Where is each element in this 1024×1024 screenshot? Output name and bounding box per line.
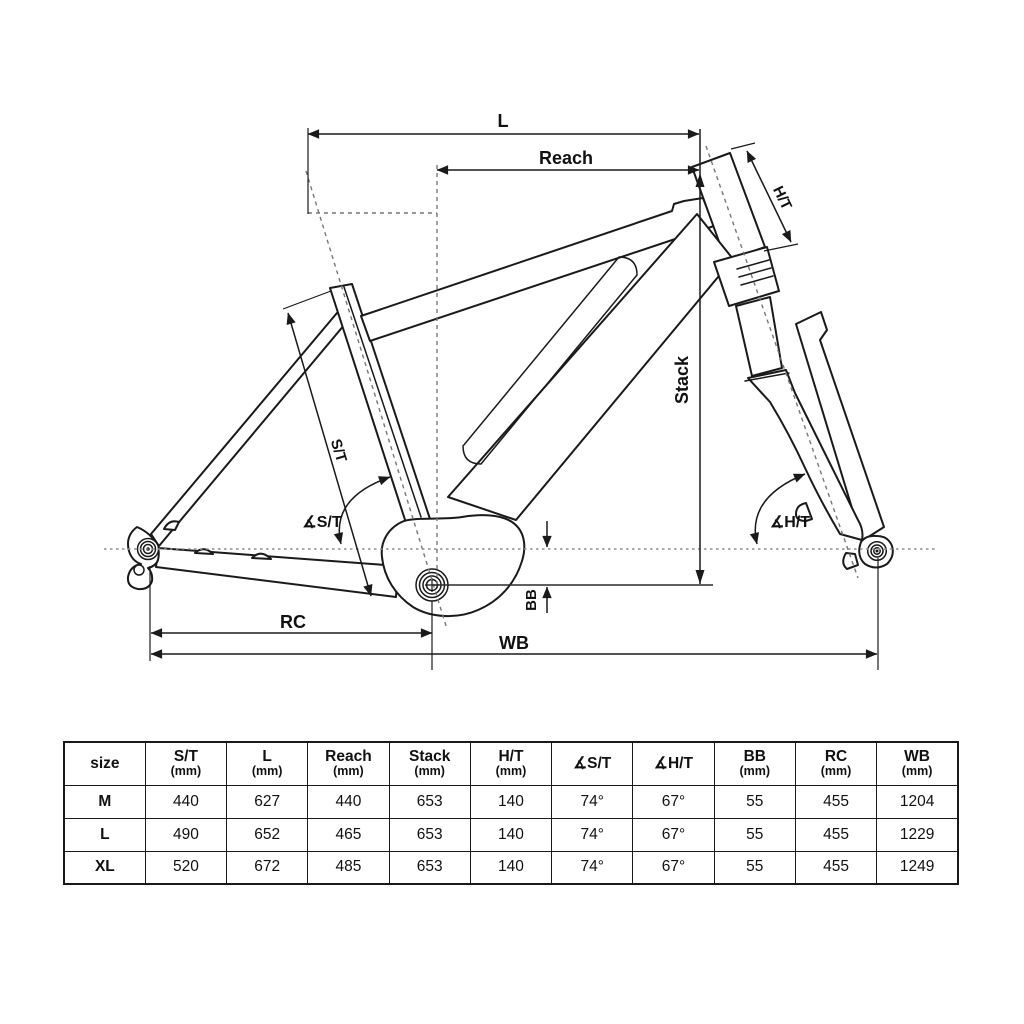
cell-value: 440: [307, 784, 390, 819]
header-head-angle: ∡H/T: [632, 741, 715, 786]
fork-seal-line: [744, 372, 790, 382]
ht-extension-top: [730, 142, 756, 150]
cell-value: 465: [307, 817, 390, 852]
crown-hatch-lines: [736, 259, 774, 286]
header-length: L(mm): [226, 741, 309, 786]
st-extension-line: [282, 290, 332, 310]
header-size: size: [63, 741, 146, 786]
header-reach: Reach(mm): [307, 741, 390, 786]
seat-stay: [150, 306, 351, 547]
stack-arrow-down: [695, 570, 705, 584]
derailleur-hanger-hole: [133, 564, 145, 576]
ht-dimension-line: [746, 150, 792, 243]
row-label: XL: [63, 850, 146, 885]
cell-value: 520: [144, 850, 228, 885]
header-stack: Stack(mm): [388, 741, 471, 786]
label-length: L: [498, 111, 509, 131]
label-seat-tube: S/T: [327, 437, 350, 464]
front-dropout-tab: [842, 552, 859, 570]
fork-lowers: [747, 369, 864, 541]
cell-value: 140: [469, 850, 553, 885]
cell-value: 455: [794, 784, 878, 819]
cell-value: 55: [713, 784, 796, 819]
label-head-tube: H/T: [769, 183, 795, 212]
cell-value: 67°: [632, 817, 715, 852]
label-rear-center: RC: [280, 612, 306, 632]
header-seat-angle: ∡S/T: [551, 741, 634, 786]
cell-value: 74°: [551, 817, 634, 852]
st-angle-arc: [333, 476, 391, 545]
label-bb-drop: BB: [523, 589, 540, 611]
construction-lines: [104, 145, 936, 630]
cell-value: 440: [144, 784, 228, 819]
cell-value: 653: [388, 850, 471, 885]
header-wheelbase: WB(mm): [876, 741, 959, 786]
cell-value: 140: [469, 817, 553, 852]
label-wheelbase: WB: [499, 633, 529, 653]
table-row-size-l: L 490 652 465 653 140 74° 67° 55 455 122…: [63, 817, 959, 852]
cell-value: 74°: [551, 784, 634, 819]
cell-value: 55: [713, 817, 796, 852]
fork-stanchion: [735, 296, 783, 377]
brake-mount-bump: [163, 520, 180, 531]
chain-stay: [155, 547, 399, 598]
geometry-table: size S/T(mm) L(mm) Reach(mm) Stack(mm) H…: [63, 741, 959, 885]
cell-value: 653: [388, 784, 471, 819]
motor-casing: [380, 514, 526, 618]
cell-value: 67°: [632, 784, 715, 819]
cell-value: 55: [713, 850, 796, 885]
cell-value: 1249: [876, 850, 959, 885]
ht-extension-bottom: [763, 243, 799, 252]
frame-front-triangle: [329, 152, 766, 618]
ht-angle-arc: [749, 473, 806, 545]
suspension-fork: [713, 246, 894, 570]
cell-value: 140: [469, 784, 553, 819]
row-label: M: [63, 784, 146, 819]
label-stack: Stack: [672, 355, 692, 404]
top-tube: [360, 197, 715, 342]
kickstand-bump: [251, 552, 272, 560]
front-axle-center: [875, 549, 879, 553]
cell-value: 455: [794, 817, 878, 852]
cell-value: 653: [388, 817, 471, 852]
table-header-row: size S/T(mm) L(mm) Reach(mm) Stack(mm) H…: [63, 741, 959, 786]
label-seat-tube-angle: ∡S/T: [302, 514, 341, 531]
stack-arrow-up: [695, 173, 705, 187]
st-dimension-line: [286, 312, 373, 597]
table-row-size-m: M 440 627 440 653 140 74° 67° 55 455 120…: [63, 784, 959, 819]
label-head-tube-angle: ∡H/T: [770, 514, 810, 531]
cell-value: 490: [144, 817, 228, 852]
table-row-size-xl: XL 520 672 485 653 140 74° 67° 55 455 12…: [63, 850, 959, 885]
battery-seam-line-1: [462, 256, 638, 465]
header-seat-tube: S/T(mm): [144, 741, 228, 786]
cell-value: 627: [226, 784, 309, 819]
label-reach: Reach: [539, 148, 593, 168]
row-label: L: [63, 817, 146, 852]
header-head-tube: H/T(mm): [469, 741, 553, 786]
cell-value: 485: [307, 850, 390, 885]
cell-value: 672: [226, 850, 309, 885]
cell-value: 74°: [551, 850, 634, 885]
cell-value: 1229: [876, 817, 959, 852]
header-bb-drop: BB(mm): [713, 741, 796, 786]
cell-value: 67°: [632, 850, 715, 885]
cell-value: 455: [794, 850, 878, 885]
header-rear-center: RC(mm): [794, 741, 878, 786]
cable-guide-bump: [194, 548, 214, 555]
cell-value: 652: [226, 817, 309, 852]
cell-value: 1204: [876, 784, 959, 819]
